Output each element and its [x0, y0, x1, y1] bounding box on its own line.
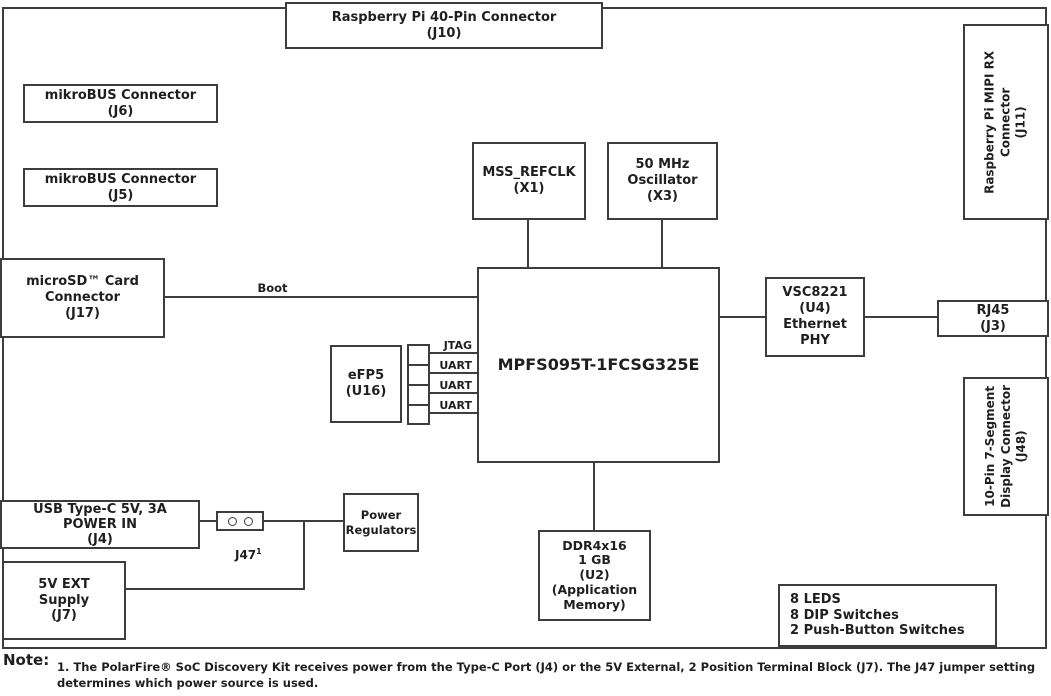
pin-header-divider — [407, 404, 430, 406]
pin-header-divider — [407, 384, 430, 386]
block-mikrobus-j6: mikroBUS Connector (J6) — [23, 84, 218, 123]
wire-chip-phy — [720, 316, 765, 318]
wire-x3-chip — [661, 220, 663, 267]
block-mikrobus-j5: mikroBUS Connector (J5) — [23, 168, 218, 207]
j47-label: J471 — [212, 533, 268, 576]
uart-wire-label: UART — [439, 359, 472, 372]
wire-x1-chip — [527, 220, 529, 267]
block-5v-ext-supply: 5V EXT Supply (J7) — [2, 561, 126, 640]
block-rpi-mipi-rx-connector: Raspberry Pi MIPI RX Connector (J11) — [963, 24, 1049, 220]
boot-wire-label: Boot — [257, 281, 288, 295]
j47-jumper — [216, 511, 264, 531]
jumper-pin-circle — [243, 516, 253, 526]
block-usb-type-c-power-in: USB Type-C 5V, 3A POWER IN (J4) — [0, 500, 200, 549]
wire-uart-1 — [430, 372, 477, 374]
wire-uart-2 — [430, 392, 477, 394]
note-heading: Note: — [3, 651, 50, 669]
block-mpfs095t-soc: MPFS095T-1FCSG325E — [477, 267, 720, 463]
block-vsc8221-ethernet-phy: VSC8221 (U4) Ethernet PHY — [765, 277, 865, 357]
uart-wire-label: UART — [439, 379, 472, 392]
block-efp5: eFP5 (U16) — [330, 345, 402, 423]
block-mss-refclk: MSS_REFCLK (X1) — [472, 142, 586, 220]
wire-usb-jumper — [199, 520, 216, 522]
note-body: 1. The PolarFire® SoC Discovery Kit rece… — [57, 660, 1036, 690]
rpi-mipi-rx-label: Raspberry Pi MIPI RX Connector (J11) — [982, 50, 1028, 194]
pin-header-divider — [407, 364, 430, 366]
block-50mhz-oscillator: 50 MHz Oscillator (X3) — [607, 142, 718, 220]
wire-uart-3 — [430, 412, 477, 414]
wire-chip-ddr — [593, 461, 595, 530]
block-rpi-40pin-connector: Raspberry Pi 40-Pin Connector (J10) — [285, 2, 603, 49]
wire-j7-junction — [126, 588, 305, 590]
j47-footnote-marker: 1 — [256, 547, 262, 556]
wire-jtag — [430, 352, 477, 354]
block-user-io: 8 LEDS 8 DIP Switches 2 Push-Button Swit… — [778, 584, 997, 647]
7segment-connector-label: 10-Pin 7-Segment Display Connector (J48) — [982, 385, 1028, 508]
block-microsd-connector: microSD™ Card Connector (J17) — [0, 258, 165, 338]
wire-power-junction — [303, 520, 305, 590]
block-rj45: RJ45 (J3) — [937, 300, 1049, 337]
j47-label-text: J47 — [234, 548, 257, 562]
uart-wire-label: UART — [439, 399, 472, 412]
wire-phy-rj45 — [863, 316, 937, 318]
jumper-pin-circle — [227, 516, 237, 526]
block-7segment-display-connector: 10-Pin 7-Segment Display Connector (J48) — [963, 377, 1049, 516]
wire-boot — [165, 296, 477, 298]
block-power-regulators: Power Regulators — [343, 493, 419, 552]
block-ddr4-memory: DDR4x16 1 GB (U2) (Application Memory) — [538, 530, 651, 621]
jtag-wire-label: JTAG — [443, 339, 472, 352]
